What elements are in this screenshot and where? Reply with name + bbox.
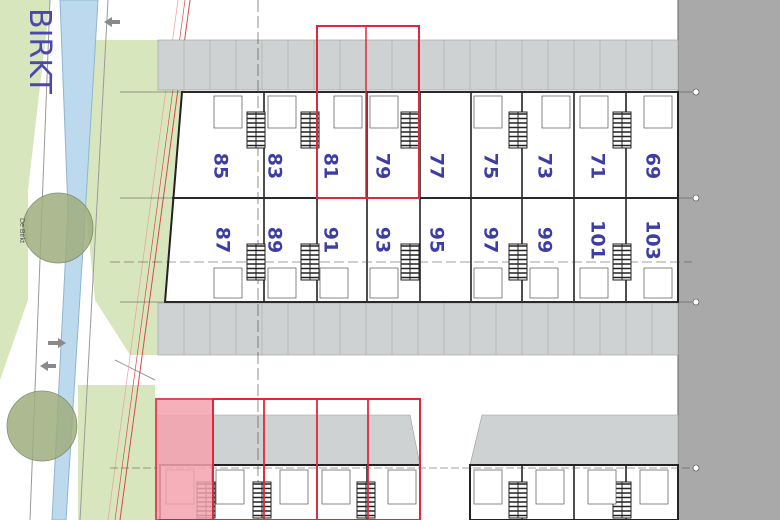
storage-box	[369, 267, 399, 299]
lot-number-bottom[interactable]: 87	[212, 227, 234, 253]
storage-box	[473, 95, 503, 129]
stairs-icon	[246, 111, 266, 149]
storage-box	[369, 95, 399, 129]
storage-box	[473, 267, 503, 299]
lot-number-top[interactable]: 69	[642, 153, 664, 179]
storage-box	[579, 267, 609, 299]
lot-number-bottom[interactable]: 91	[320, 227, 342, 253]
storage-box	[333, 95, 363, 129]
storage-box	[529, 267, 559, 299]
stairs-icon	[612, 243, 632, 281]
street-name: BIRKT	[22, 8, 57, 95]
stairs-icon	[356, 481, 376, 519]
storage-box	[639, 469, 669, 505]
storage-box	[579, 95, 609, 129]
storage-box	[587, 469, 617, 505]
parking-strip-bottom-right	[469, 414, 679, 466]
axis-marker	[692, 298, 700, 306]
stairs-icon	[246, 243, 266, 281]
street-label-small: De Birkt	[18, 218, 25, 243]
stairs-icon	[252, 481, 272, 519]
storage-box	[213, 95, 243, 129]
storage-box	[643, 95, 673, 129]
lot-number-top[interactable]: 73	[534, 153, 556, 179]
selected-lot-outline[interactable]	[316, 25, 420, 199]
arrow-left-icon	[40, 361, 56, 371]
arrow-right-icon	[48, 338, 66, 348]
stairs-icon	[612, 481, 632, 519]
lot-number-top[interactable]: 85	[210, 153, 232, 179]
lot-number-bottom[interactable]: 89	[264, 227, 286, 253]
storage-box	[643, 267, 673, 299]
stairs-icon	[508, 111, 528, 149]
storage-box	[387, 469, 417, 505]
lot-number-bottom[interactable]: 93	[372, 227, 394, 253]
stairs-icon	[612, 111, 632, 149]
storage-box	[535, 469, 565, 505]
lot-number-bottom[interactable]: 99	[534, 227, 556, 253]
grass-berm	[85, 40, 185, 355]
lot-number-top[interactable]: 75	[480, 153, 502, 179]
stairs-icon	[400, 111, 420, 149]
storage-box	[215, 469, 245, 505]
lot-number-bottom[interactable]: 97	[480, 227, 502, 253]
lot-number-top[interactable]: 77	[426, 153, 448, 179]
grass-strip	[0, 0, 50, 380]
storage-box	[321, 469, 351, 505]
grass-berm-bottom	[78, 385, 155, 520]
storage-box	[541, 95, 571, 129]
storage-box	[267, 267, 297, 299]
tree-icon	[6, 390, 78, 462]
storage-box	[319, 267, 349, 299]
stairs-icon	[300, 243, 320, 281]
stairs-icon	[400, 243, 420, 281]
lot-number-bottom[interactable]: 95	[426, 227, 448, 253]
lot-number-bottom[interactable]: 101	[587, 220, 609, 260]
storage-box	[267, 95, 297, 129]
axis-marker	[692, 194, 700, 202]
selected-lot-filled[interactable]	[155, 398, 214, 520]
right-band	[678, 0, 780, 520]
storage-box	[279, 469, 309, 505]
axis-marker	[692, 464, 700, 472]
arrow-left-icon	[104, 17, 120, 27]
axis-marker	[692, 88, 700, 96]
storage-box	[213, 267, 243, 299]
lot-number-top[interactable]: 81	[320, 153, 342, 179]
stairs-icon	[508, 243, 528, 281]
lot-number-top[interactable]: 71	[587, 153, 609, 179]
stairs-icon	[508, 481, 528, 519]
storage-box	[473, 469, 503, 505]
lot-number-top[interactable]: 83	[264, 153, 286, 179]
lot-number-bottom[interactable]: 103	[642, 220, 664, 260]
tree-icon	[22, 192, 94, 264]
lot-number-top[interactable]: 79	[372, 153, 394, 179]
